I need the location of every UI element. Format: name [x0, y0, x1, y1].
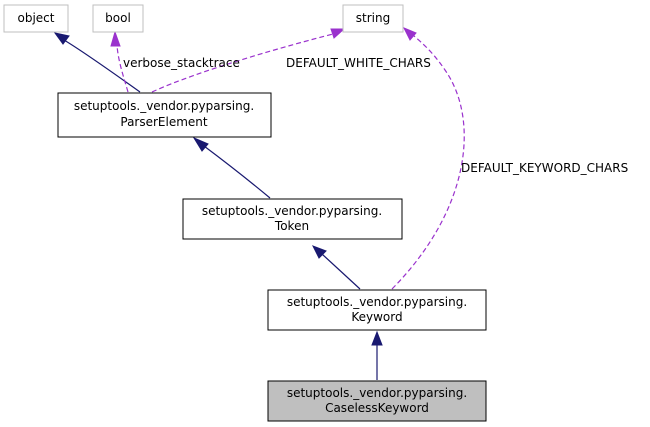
arrowhead-object [53, 32, 70, 45]
node-keyword-line1: setuptools._vendor.pyparsing. [287, 295, 467, 309]
node-keyword-line2: Keyword [351, 310, 402, 324]
node-caselesskeyword[interactable]: setuptools._vendor.pyparsing. CaselessKe… [267, 380, 487, 422]
edge-label-default-white-chars: DEFAULT_WHITE_CHARS [286, 56, 431, 70]
edge-parserelement-object [53, 32, 141, 93]
node-object-label: object [18, 11, 55, 25]
node-token-line1: setuptools._vendor.pyparsing. [202, 204, 382, 218]
edge-parserelement-bool [110, 30, 129, 93]
arrowhead-parserelement [192, 136, 209, 152]
edge-keyword-string [391, 27, 465, 290]
node-bool-label: bool [105, 11, 131, 25]
edge-token-parserelement [192, 136, 271, 199]
node-keyword[interactable]: setuptools._vendor.pyparsing. Keyword [267, 289, 487, 331]
edge-parserelement-string [151, 28, 346, 93]
node-parserelement[interactable]: setuptools._vendor.pyparsing. ParserElem… [57, 92, 272, 138]
node-bool[interactable]: bool [92, 4, 144, 33]
arrowhead-string-right [402, 27, 417, 41]
arrowhead-string-left [330, 28, 346, 39]
edge-label-verbose-stacktrace: verbose_stacktrace [123, 56, 240, 70]
node-token[interactable]: setuptools._vendor.pyparsing. Token [182, 198, 403, 240]
node-parserelement-line1: setuptools._vendor.pyparsing. [74, 99, 254, 113]
node-parserelement-line2: ParserElement [120, 115, 208, 129]
edge-caselesskeyword-keyword [371, 330, 383, 380]
arrowhead-keyword [371, 330, 383, 346]
arrowhead-token [311, 245, 327, 259]
node-object[interactable]: object [3, 4, 69, 33]
node-string-label: string [356, 11, 390, 25]
arrowhead-bool [110, 30, 121, 47]
node-caselesskeyword-line2: CaselessKeyword [325, 401, 429, 415]
node-string[interactable]: string [342, 4, 404, 33]
edge-keyword-token [311, 245, 361, 290]
node-token-line2: Token [274, 219, 309, 233]
edge-label-default-keyword-chars: DEFAULT_KEYWORD_CHARS [461, 161, 628, 175]
node-caselesskeyword-line1: setuptools._vendor.pyparsing. [287, 386, 467, 400]
